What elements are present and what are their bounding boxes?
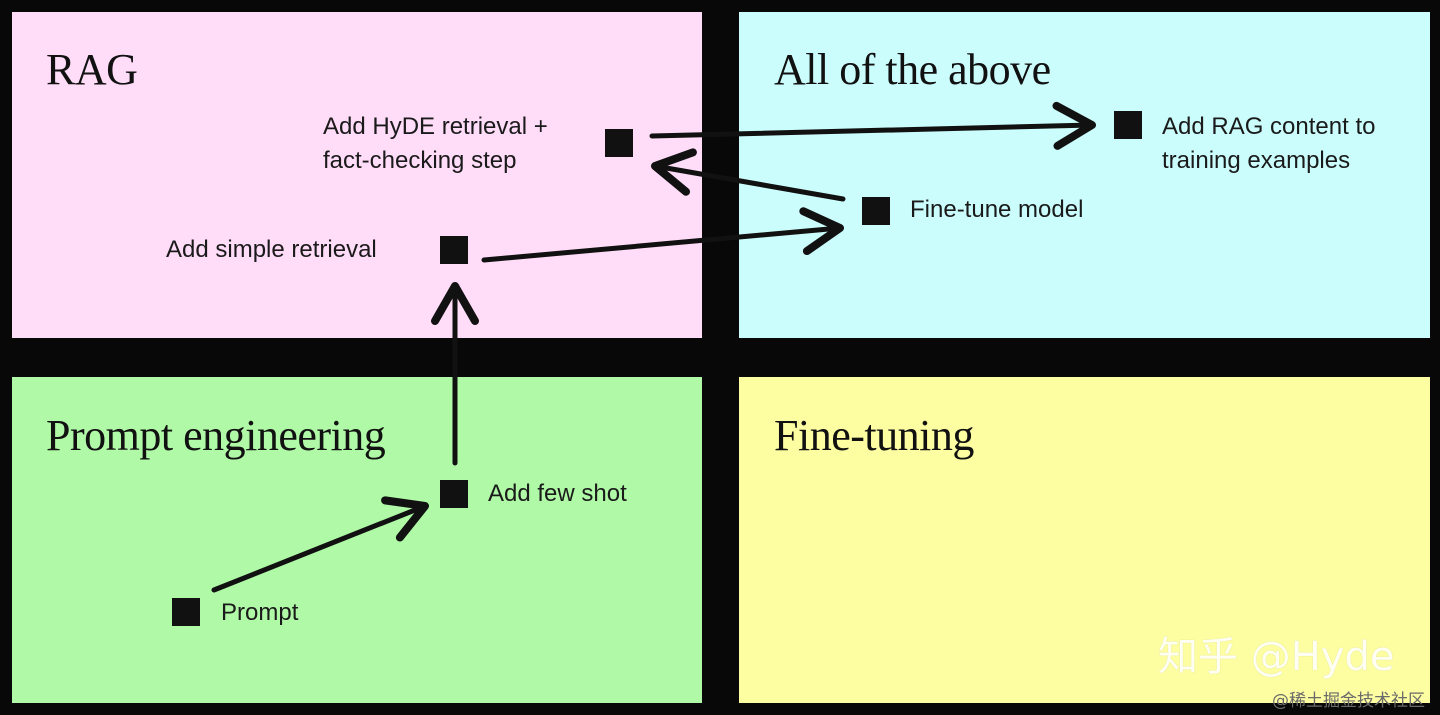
node-fine-tune-model	[862, 197, 890, 225]
label-add-few-shot: Add few shot	[488, 480, 627, 507]
label-rag-content-line-2: training examples	[1162, 147, 1351, 174]
label-hyde-line-2: fact-checking step	[323, 147, 517, 174]
quadrant-title-rag: RAG	[46, 45, 138, 94]
node-add-few-shot	[440, 480, 468, 508]
quadrant-title-fine-tuning: Fine-tuning	[774, 411, 974, 460]
node-add-hyde-retrieval	[605, 129, 633, 157]
node-add-simple-retrieval	[440, 236, 468, 264]
quadrant-title-prompt-engineering: Prompt engineering	[46, 411, 386, 460]
quadrant-title-all-of-the-above: All of the above	[774, 45, 1051, 94]
label-add-simple-retrieval: Add simple retrieval	[166, 236, 377, 263]
node-prompt	[172, 598, 200, 626]
watermark-zhihu: 知乎 @Hyde	[1158, 634, 1395, 680]
label-hyde-line-1: Add HyDE retrieval +	[323, 113, 548, 140]
quadrant-fine-tuning	[739, 377, 1430, 703]
label-add-rag-content: Add RAG content to training examples	[1162, 110, 1375, 178]
label-add-hyde-retrieval: Add HyDE retrieval + fact-checking step	[323, 110, 548, 178]
label-fine-tune-model: Fine-tune model	[910, 196, 1084, 223]
watermark-juejin: @稀土掘金技术社区	[1272, 691, 1425, 711]
label-prompt: Prompt	[221, 599, 299, 626]
quadrant-all-of-the-above	[739, 12, 1430, 338]
quadrant-rag	[12, 12, 702, 338]
node-add-rag-content	[1114, 111, 1142, 139]
label-rag-content-line-1: Add RAG content to	[1162, 113, 1376, 140]
